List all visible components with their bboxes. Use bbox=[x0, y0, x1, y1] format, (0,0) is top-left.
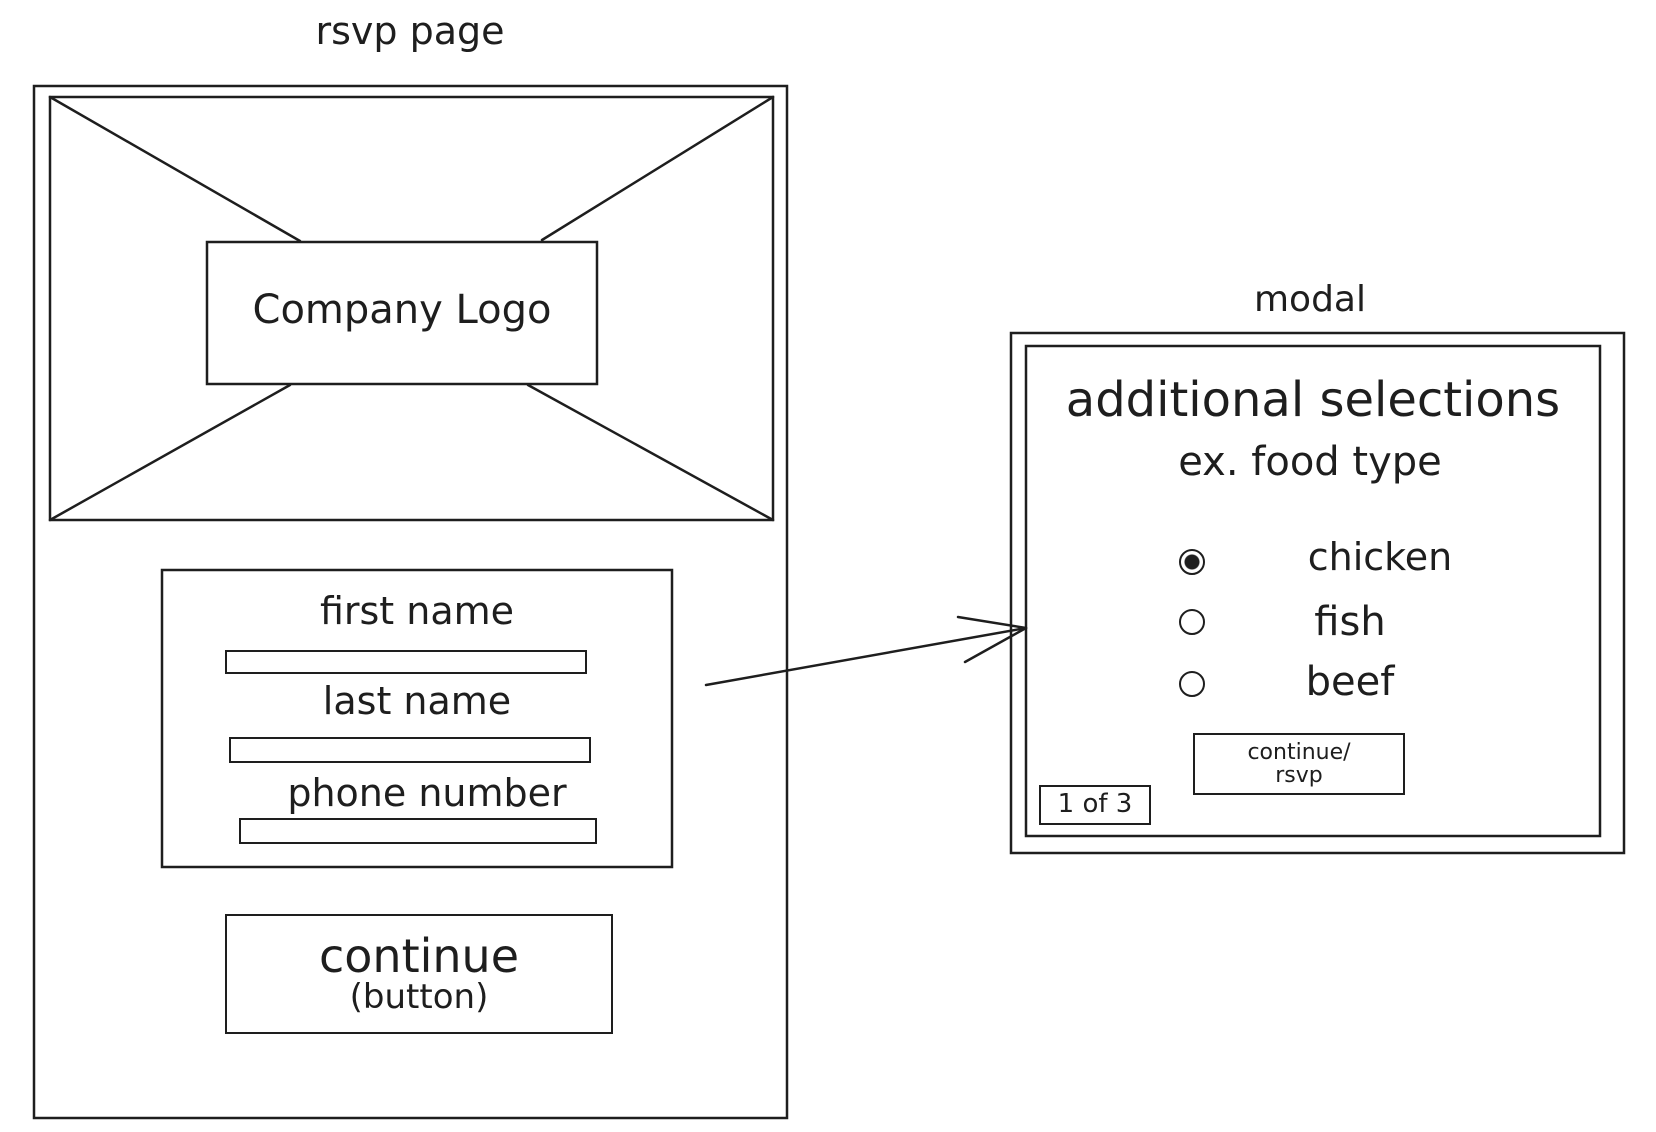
company-logo: Company Logo bbox=[252, 287, 552, 333]
continue-button[interactable]: continue (button) bbox=[225, 914, 613, 1034]
page-indicator: 1 of 3 bbox=[1039, 785, 1151, 825]
placeholder-x-line bbox=[540, 95, 775, 242]
continue-rsvp-line2: rsvp bbox=[1275, 763, 1323, 788]
flow-arrow-head bbox=[963, 626, 1028, 664]
beef-option-label: beef bbox=[1305, 659, 1395, 705]
form-box bbox=[160, 568, 674, 869]
logo-box bbox=[205, 240, 599, 386]
modal-caption: modal bbox=[1253, 279, 1366, 320]
first-name-label: first name bbox=[319, 589, 515, 633]
last-name-label: last name bbox=[322, 679, 512, 723]
flow-arrow-head bbox=[956, 615, 1028, 630]
rsvp-page-frame bbox=[32, 84, 789, 1120]
page-indicator-text: 1 of 3 bbox=[1057, 789, 1133, 820]
continue-button-sublabel: (button) bbox=[349, 977, 489, 1018]
continue-rsvp-button[interactable]: continue/ rsvp bbox=[1193, 733, 1405, 795]
beef-radio[interactable] bbox=[1179, 671, 1205, 697]
placeholder-x-line bbox=[526, 383, 775, 522]
last-name-input[interactable] bbox=[229, 737, 591, 763]
first-name-input[interactable] bbox=[225, 650, 587, 674]
chicken-option-label: chicken bbox=[1307, 535, 1453, 579]
placeholder-x-line bbox=[48, 383, 292, 522]
modal-subtitle: ex. food type bbox=[1178, 439, 1442, 485]
modal-title: additional selections bbox=[1065, 372, 1561, 428]
placeholder-x-line bbox=[48, 95, 302, 243]
phone-number-label: phone number bbox=[287, 771, 567, 815]
rsvp-page-caption: rsvp page bbox=[315, 9, 505, 53]
fish-option-label: fish bbox=[1314, 599, 1386, 645]
phone-number-input[interactable] bbox=[239, 818, 597, 844]
flow-arrow-shaft bbox=[704, 626, 1028, 687]
image-placeholder-frame bbox=[48, 95, 775, 522]
continue-rsvp-line1: continue/ bbox=[1247, 739, 1351, 765]
fish-radio[interactable] bbox=[1179, 609, 1205, 635]
modal-outer-frame bbox=[1009, 331, 1626, 855]
chicken-radio[interactable] bbox=[1179, 549, 1205, 575]
continue-button-label: continue bbox=[318, 929, 519, 983]
modal-inner-frame bbox=[1024, 344, 1602, 838]
